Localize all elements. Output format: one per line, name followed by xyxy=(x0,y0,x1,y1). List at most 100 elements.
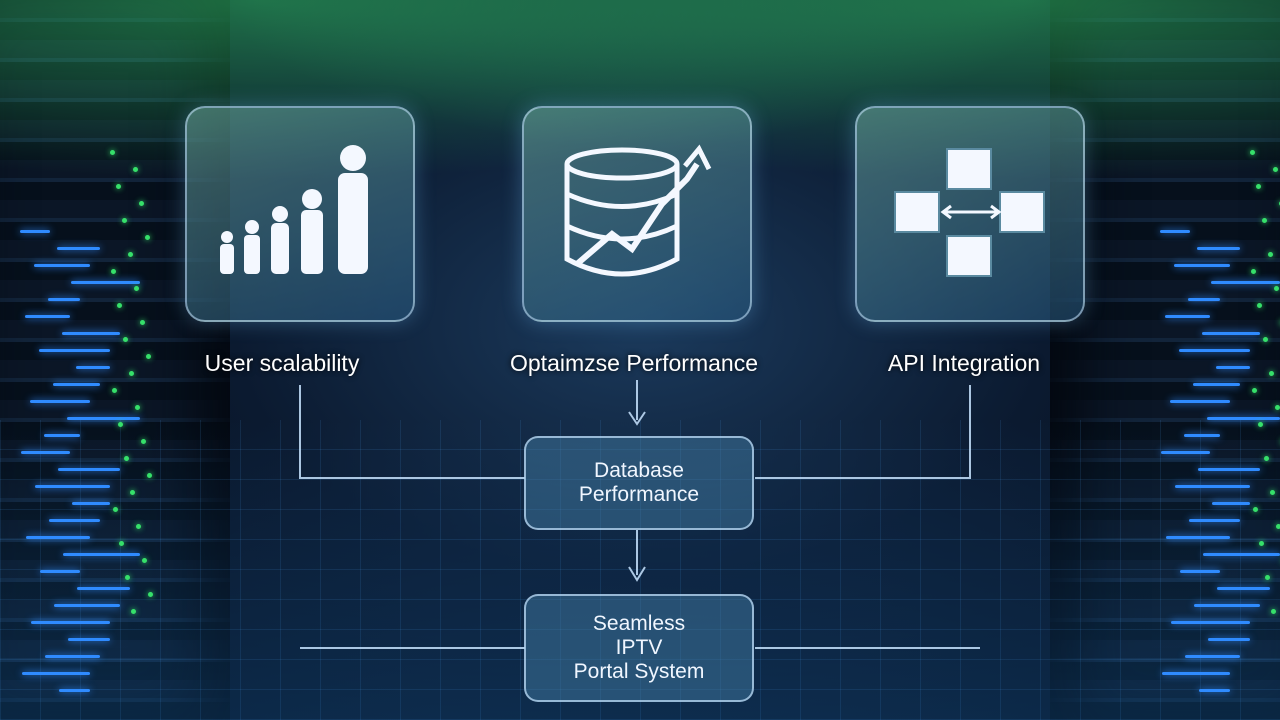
rack-status-led xyxy=(136,524,141,529)
rack-status-led xyxy=(140,320,145,325)
card-label: API Integration xyxy=(887,350,1041,376)
rack-status-led xyxy=(130,490,135,495)
rack-led xyxy=(1184,434,1220,437)
rack-status-led xyxy=(117,303,122,308)
rack-status-led xyxy=(118,422,123,427)
rack-status-led xyxy=(124,456,129,461)
rack-led xyxy=(71,281,140,284)
rack-led xyxy=(1207,417,1280,420)
rack-status-led xyxy=(145,235,150,240)
rack-led xyxy=(34,264,90,267)
rack-status-led xyxy=(129,371,134,376)
rack-led xyxy=(1170,400,1230,403)
rack-status-led xyxy=(1259,541,1264,546)
rack-led xyxy=(30,400,90,403)
rack-status-led xyxy=(1256,184,1261,189)
rack-led xyxy=(77,587,130,590)
rack-led xyxy=(1171,621,1250,624)
rack-status-led xyxy=(135,405,140,410)
api-integration-card xyxy=(855,106,1085,322)
rack-status-led xyxy=(128,252,133,257)
rack-status-led xyxy=(122,218,127,223)
rack-led xyxy=(1180,570,1220,573)
rack-led xyxy=(57,247,100,250)
rack-led xyxy=(53,383,100,386)
rack-led xyxy=(39,349,110,352)
rack-led xyxy=(58,468,120,471)
rack-status-led xyxy=(1274,286,1279,291)
rack-led xyxy=(1160,230,1190,233)
rack-status-led xyxy=(134,286,139,291)
rack-led xyxy=(1198,468,1260,471)
rack-led xyxy=(62,332,120,335)
hub-line: Performance xyxy=(578,483,700,506)
rack-led xyxy=(1193,383,1240,386)
rack-led xyxy=(1161,451,1210,454)
rack-status-led xyxy=(133,167,138,172)
rack-status-led xyxy=(1252,388,1257,393)
rack-status-led xyxy=(1263,337,1268,342)
rack-status-led xyxy=(1273,167,1278,172)
rack-led xyxy=(48,298,80,301)
rack-status-led xyxy=(139,201,144,206)
rack-status-led xyxy=(1275,405,1280,410)
rack-status-led xyxy=(146,354,151,359)
rack-status-led xyxy=(1258,422,1263,427)
rack-status-led xyxy=(1264,456,1269,461)
rack-led xyxy=(1199,689,1230,692)
rack-status-led xyxy=(111,269,116,274)
rack-status-led xyxy=(112,388,117,393)
rack-status-led xyxy=(113,507,118,512)
rack-led xyxy=(1197,247,1240,250)
rack-led xyxy=(59,689,90,692)
rack-led xyxy=(1212,502,1250,505)
rack-status-led xyxy=(147,473,152,478)
rack-led xyxy=(67,417,140,420)
rack-led xyxy=(1174,264,1230,267)
hub-line: Database xyxy=(594,458,684,482)
rack-led xyxy=(1208,638,1250,641)
rack-led xyxy=(26,536,90,539)
rack-status-led xyxy=(141,439,146,444)
rack-status-led xyxy=(142,558,147,563)
rack-led xyxy=(21,451,70,454)
rack-led xyxy=(49,519,100,522)
rack-led xyxy=(1188,298,1220,301)
rack-status-led xyxy=(123,337,128,342)
database-performance-box: Database Performance xyxy=(524,436,754,530)
rack-led xyxy=(1217,587,1270,590)
rack-led xyxy=(1166,536,1230,539)
rack-led xyxy=(1165,315,1210,318)
rack-led xyxy=(1179,349,1250,352)
rack-status-led xyxy=(1268,252,1273,257)
rack-status-led xyxy=(1276,524,1280,529)
api-cubes-icon xyxy=(894,148,1045,277)
rack-led xyxy=(1175,485,1250,488)
rack-led xyxy=(1194,604,1260,607)
output-line: Seamless xyxy=(592,611,686,635)
rack-led xyxy=(20,230,50,233)
server-rack-right xyxy=(1050,0,1280,720)
rack-led xyxy=(35,485,110,488)
rack-led xyxy=(1162,672,1230,675)
rack-status-led xyxy=(1269,371,1274,376)
rack-led xyxy=(22,672,90,675)
rack-status-led xyxy=(110,150,115,155)
rack-status-led xyxy=(116,184,121,189)
rack-status-led xyxy=(1250,150,1255,155)
rack-led xyxy=(40,570,80,573)
card-label: Optaimzse Performance xyxy=(510,350,758,376)
people-growth-icon xyxy=(220,145,368,274)
rack-status-led xyxy=(1257,303,1262,308)
rack-led xyxy=(76,366,110,369)
rack-led xyxy=(1189,519,1240,522)
rack-status-led xyxy=(1251,269,1256,274)
rack-led xyxy=(68,638,110,641)
database-growth-icon xyxy=(564,144,712,277)
iptv-portal-box: Seamless IPTV Portal System xyxy=(524,594,754,702)
output-line: Portal System xyxy=(573,660,705,684)
card-label: User scalability xyxy=(204,350,360,376)
rack-status-led xyxy=(148,592,153,597)
rack-led xyxy=(44,434,80,437)
rack-led xyxy=(63,553,140,556)
